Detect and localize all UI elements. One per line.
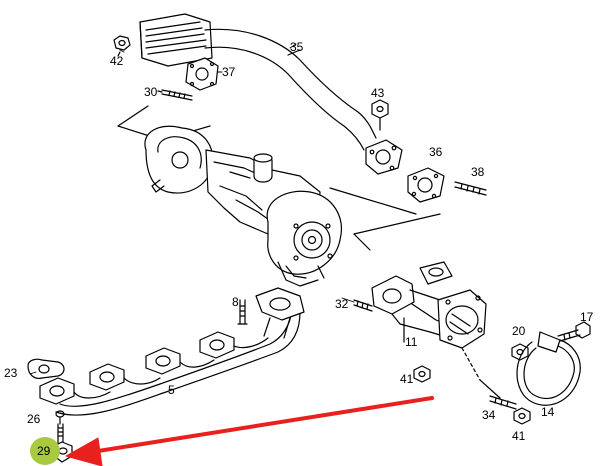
part-14-clamp	[516, 331, 581, 406]
label-part-43: 43	[371, 86, 385, 100]
part-32-stud	[353, 299, 373, 312]
part-30-stud	[157, 89, 193, 101]
part-26-washer	[55, 410, 65, 425]
part-11-adapter	[371, 261, 487, 349]
pipe-flange	[365, 139, 403, 175]
label-part-29: 29	[37, 444, 51, 458]
label-part-11: 11	[405, 335, 418, 349]
part-5-exhaust-manifold	[39, 287, 305, 416]
label-part-41-b: 41	[512, 429, 526, 443]
part-23-gasket	[27, 358, 65, 379]
label-part-34: 34	[482, 408, 496, 422]
label-leaders	[29, 43, 355, 375]
part-35-intake-pipe	[139, 13, 377, 151]
label-part-5: 5	[168, 383, 175, 397]
label-part-35: 35	[290, 40, 304, 54]
part-41-nut-b	[513, 407, 531, 425]
label-part-42: 42	[110, 54, 124, 68]
label-part-41-a: 41	[400, 372, 414, 386]
label-part-17: 17	[580, 310, 594, 324]
label-part-8: 8	[232, 295, 239, 309]
label-part-36: 36	[429, 145, 443, 159]
label-part-37: 37	[222, 65, 236, 79]
red-arrow	[65, 396, 434, 466]
part-37-gasket	[185, 57, 219, 91]
part-36-gasket	[407, 167, 445, 203]
part-41-nut-a	[413, 365, 431, 383]
part-42-nut	[113, 35, 131, 57]
label-part-32: 32	[335, 297, 349, 311]
part-38-stud	[454, 181, 487, 196]
highlight-badge-29	[30, 437, 60, 465]
label-part-26: 26	[27, 412, 41, 426]
label-part-23: 23	[4, 366, 18, 380]
turbocharger-assembly	[144, 125, 342, 287]
part-8-stud	[237, 299, 248, 325]
part-34-stud	[461, 347, 517, 410]
label-part-14: 14	[541, 405, 555, 419]
part-17-bolt	[557, 321, 591, 342]
label-part-38: 38	[471, 165, 485, 179]
label-part-30: 30	[144, 85, 158, 99]
part-43-nut	[371, 99, 389, 131]
label-part-20: 20	[512, 324, 526, 338]
